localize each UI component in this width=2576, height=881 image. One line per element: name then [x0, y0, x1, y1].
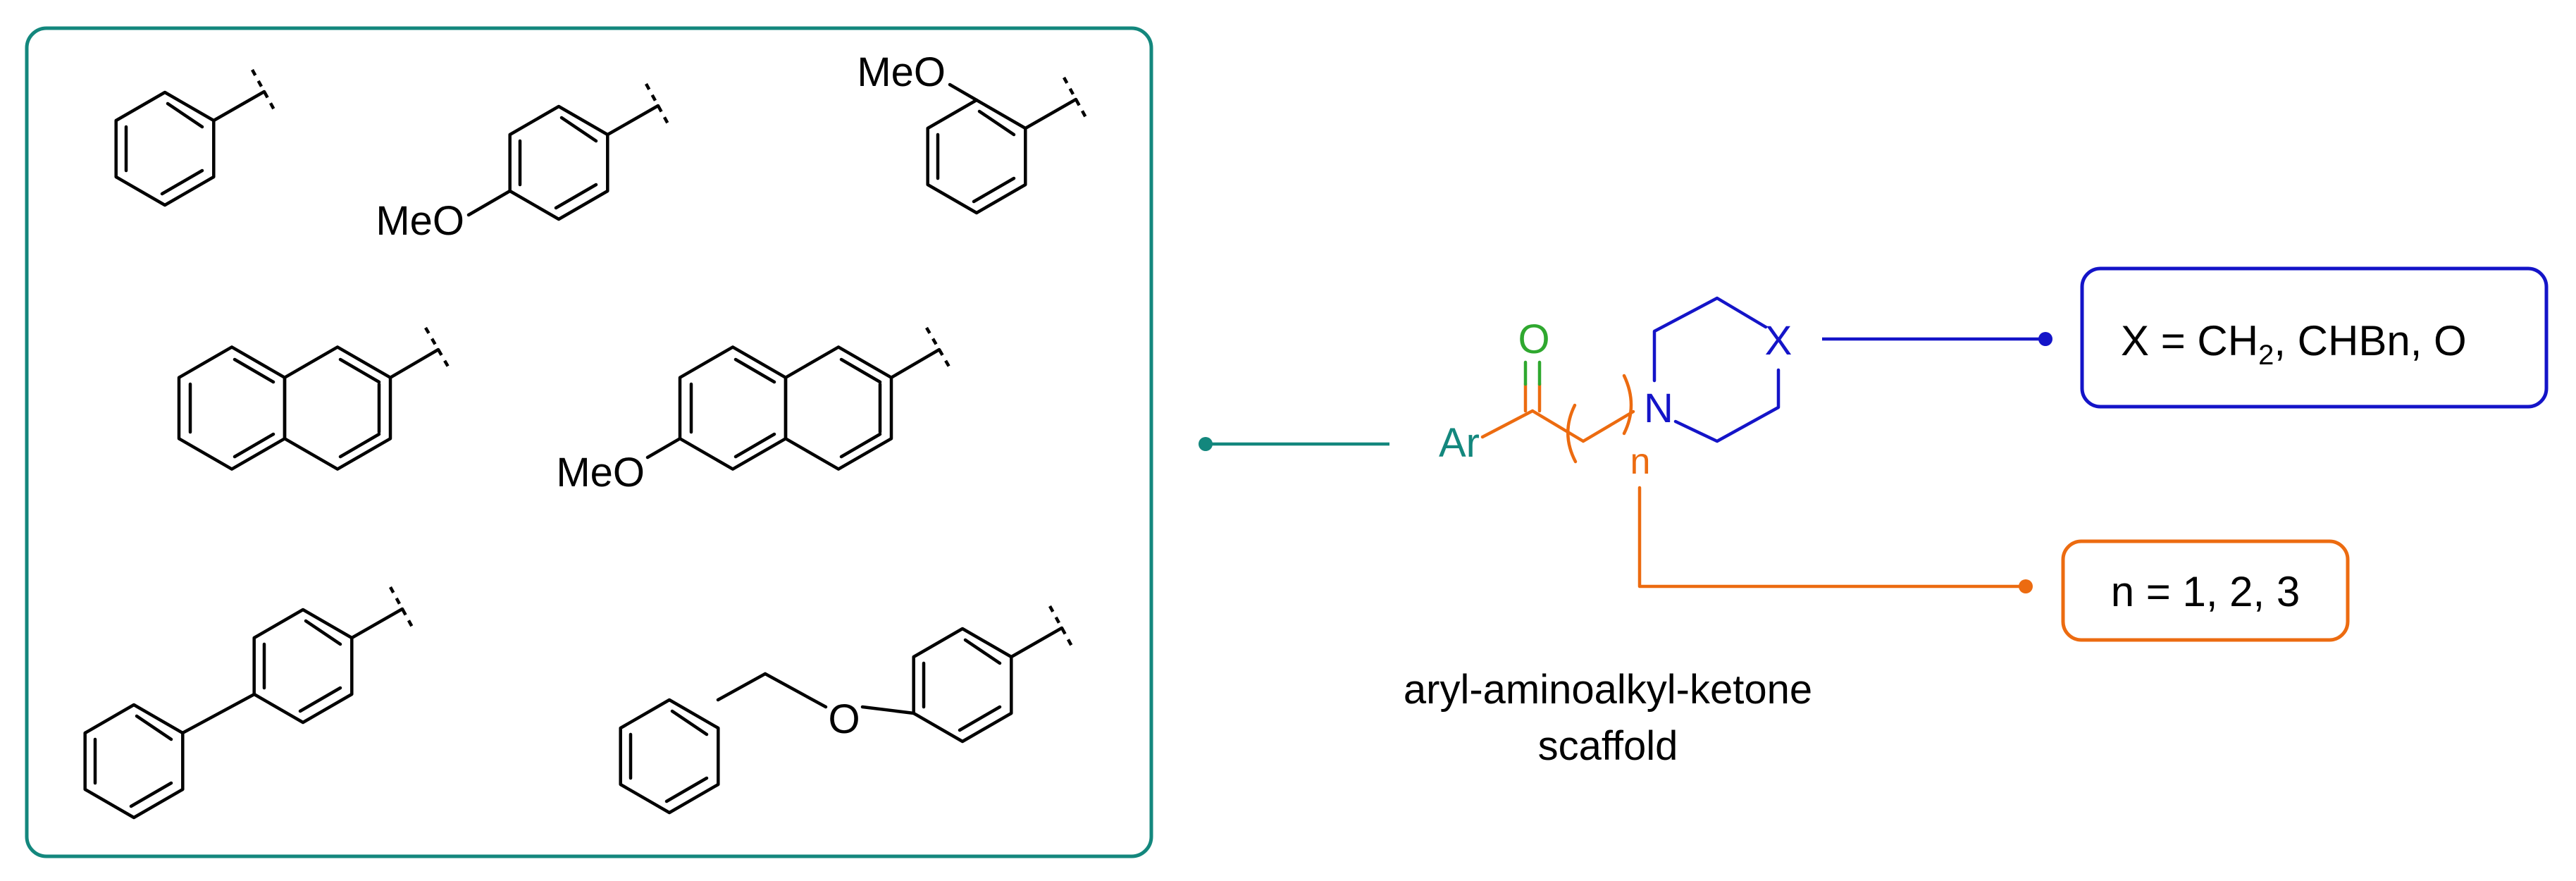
repeat-subscript-n: n — [1630, 441, 1651, 482]
aryl-6-methoxy-2-naphthyl: MeO — [556, 326, 953, 495]
ar-connector — [1199, 437, 1389, 451]
methoxy-label: MeO — [857, 49, 946, 95]
aryl-4-benzyloxyphenyl: O — [619, 605, 1075, 815]
ar-label: Ar — [1439, 420, 1480, 466]
ether-oxygen-label: O — [828, 696, 860, 742]
x-definition-prefix: X = CH — [2121, 317, 2258, 364]
aryl-3-methoxyphenyl: MeO — [857, 49, 1089, 215]
ring-nitrogen-label: N — [1644, 386, 1673, 431]
carbonyl-oxygen-label: O — [1518, 316, 1549, 362]
scaffold-structure: Ar n O N X — [1439, 296, 2033, 593]
scaffold-caption-line2: scaffold — [1538, 723, 1678, 769]
aryl-groups-panel — [25, 26, 1153, 858]
x-definition-subscript: 2 — [2258, 340, 2274, 371]
n-definition-text: n = 1, 2, 3 — [2111, 568, 2301, 615]
aryl-phenyl — [114, 68, 278, 207]
aryl-4-biphenyl — [83, 586, 416, 820]
n-definition-box: n = 1, 2, 3 — [2061, 539, 2350, 642]
methoxy-label: MeO — [556, 450, 645, 495]
x-definition-suffix: , CHBn, O — [2274, 317, 2466, 364]
svg-text:X = CH2, CHBn, O: X = CH2, CHBn, O — [2121, 317, 2467, 371]
x-connector — [1822, 332, 2052, 346]
x-definition-box: X = CH2, CHBn, O — [2080, 266, 2549, 409]
aryl-2-naphthyl — [177, 326, 452, 471]
scaffold-caption-line1: aryl-aminoalkyl-ketone — [1404, 667, 1812, 713]
aryl-4-methoxyphenyl: MeO — [376, 82, 671, 244]
ring-x-label: X — [1765, 318, 1792, 364]
methoxy-label: MeO — [376, 198, 464, 244]
